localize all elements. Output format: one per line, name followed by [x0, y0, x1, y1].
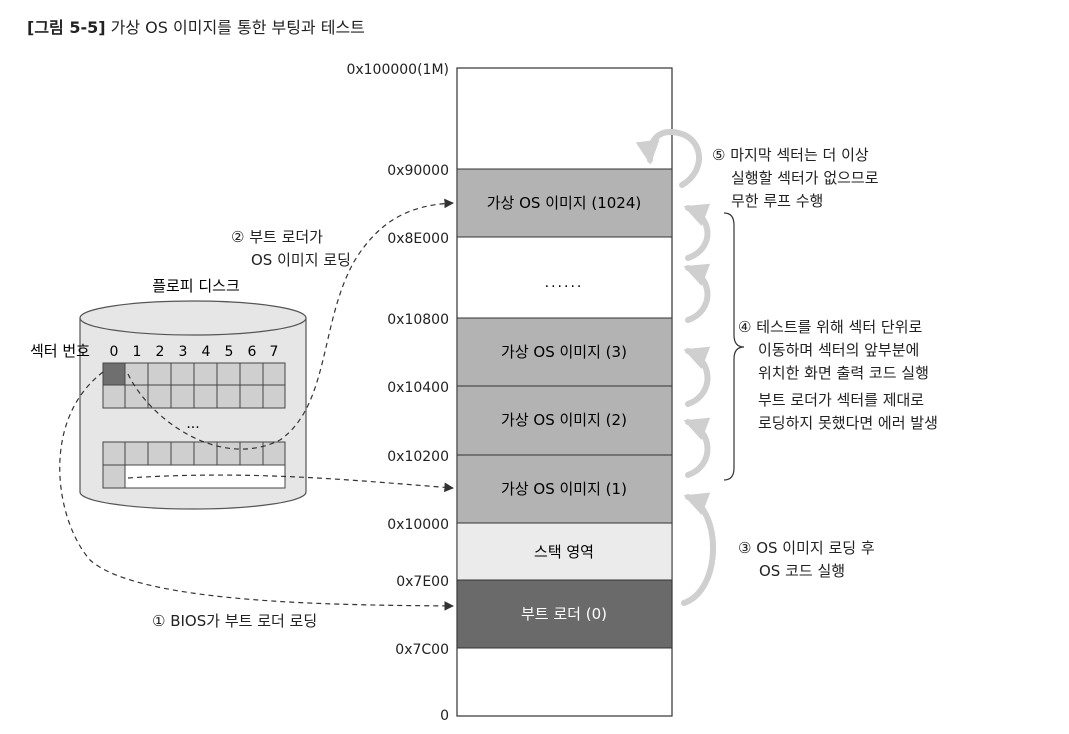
arrow-image-load-top — [127, 198, 454, 450]
address-10000: 0x10000 — [387, 517, 449, 533]
sector-row-bottom — [102, 441, 286, 489]
step5-line3: 무한 루프 수행 — [731, 192, 823, 210]
block-image-1024 — [456, 168, 673, 238]
arrow-infinite-loop — [635, 129, 702, 188]
sector-number: 3 — [179, 344, 188, 360]
address-10200: 0x10200 — [387, 449, 449, 465]
block-image-3-label: 가상 OS 이미지 (3) — [501, 343, 627, 361]
sector-number: 7 — [270, 344, 279, 360]
sector-0 — [102, 362, 126, 386]
step4-line2: 이동하며 섹터의 앞부분에 — [758, 341, 919, 359]
address-8E000: 0x8E000 — [387, 231, 449, 247]
block-image-2 — [456, 385, 673, 456]
step3-line2: OS 코드 실행 — [759, 562, 845, 580]
step4-line5: 로딩하지 못했다면 에러 발생 — [758, 414, 938, 432]
memory-map: 가상 OS 이미지 (1024) ...... 가상 OS 이미지 (3) 가상… — [346, 62, 673, 724]
floppy-disk: 플로피 디스크 ... — [30, 277, 307, 510]
block-image-1024-label: 가상 OS 이미지 (1024) — [487, 194, 642, 212]
sector-number: 2 — [156, 344, 165, 360]
arrow-loop-3 — [683, 263, 711, 323]
step5-line2: 실행할 섹터가 없으므로 — [731, 169, 879, 187]
figure-caption: [그림 5-5] 가상 OS 이미지를 통한 부팅과 테스트 — [27, 14, 365, 38]
arrow-bios-load — [59, 371, 454, 611]
caption-label: [그림 5-5] — [27, 18, 106, 37]
address-10400: 0x10400 — [387, 380, 449, 396]
arrow-loop-1 — [683, 417, 711, 478]
address-top: 0x100000(1M) — [346, 62, 449, 78]
step4-brace — [723, 212, 745, 481]
floppy-disk-title: 플로피 디스크 — [152, 277, 240, 295]
sector-number-label: 섹터 번호 — [30, 342, 90, 360]
block-image-1 — [456, 454, 673, 524]
block-boot-loader-label: 부트 로더 (0) — [521, 605, 607, 623]
sector-ellipsis: ... — [186, 416, 199, 432]
address-7E00: 0x7E00 — [396, 574, 449, 590]
step4-line1: ④ 테스트를 위해 섹터 단위로 — [738, 318, 923, 336]
step4-line3: 위치한 화면 출력 코드 실행 — [758, 364, 929, 382]
sector-number: 6 — [248, 344, 257, 360]
step2-line1: ② 부트 로더가 — [231, 228, 323, 246]
block-stack-label: 스택 영역 — [534, 543, 594, 561]
arrow-boot-to-image — [681, 492, 716, 606]
caption-text: 가상 OS 이미지를 통한 부팅과 테스트 — [110, 18, 365, 37]
address-90000: 0x90000 — [387, 163, 449, 179]
step3-line1: ③ OS 이미지 로딩 후 — [738, 539, 875, 557]
address-10800: 0x10800 — [387, 312, 449, 328]
block-ellipsis: ...... — [545, 275, 584, 291]
sector-row-top — [102, 362, 286, 409]
address-7C00: 0x7C00 — [395, 642, 449, 658]
arrow-loop-2 — [683, 346, 711, 407]
block-image-2-label: 가상 OS 이미지 (2) — [501, 411, 627, 429]
sector-number: 4 — [202, 344, 211, 360]
loading-arrows — [59, 198, 454, 611]
block-image-1-label: 가상 OS 이미지 (1) — [501, 480, 627, 498]
block-boot-loader — [456, 579, 673, 649]
step2-line2: OS 이미지 로딩 — [251, 251, 351, 269]
block-image-3 — [456, 317, 673, 387]
step4-line4: 부트 로더가 섹터를 제대로 — [758, 391, 924, 409]
address-zero: 0 — [440, 708, 449, 724]
sector-number: 1 — [133, 344, 142, 360]
arrow-image-load-1 — [127, 474, 454, 493]
arrow-loop-4 — [683, 203, 711, 261]
sector-numbers: 0 1 2 3 4 5 6 7 — [110, 344, 279, 360]
step1-text: ① BIOS가 부트 로더 로딩 — [152, 612, 317, 630]
sector-number: 5 — [225, 344, 234, 360]
execution-arrows — [635, 129, 716, 606]
step5-line1: ⑤ 마지막 섹터는 더 이상 — [712, 146, 869, 164]
sector-number: 0 — [110, 344, 119, 360]
disk-top — [79, 300, 307, 336]
